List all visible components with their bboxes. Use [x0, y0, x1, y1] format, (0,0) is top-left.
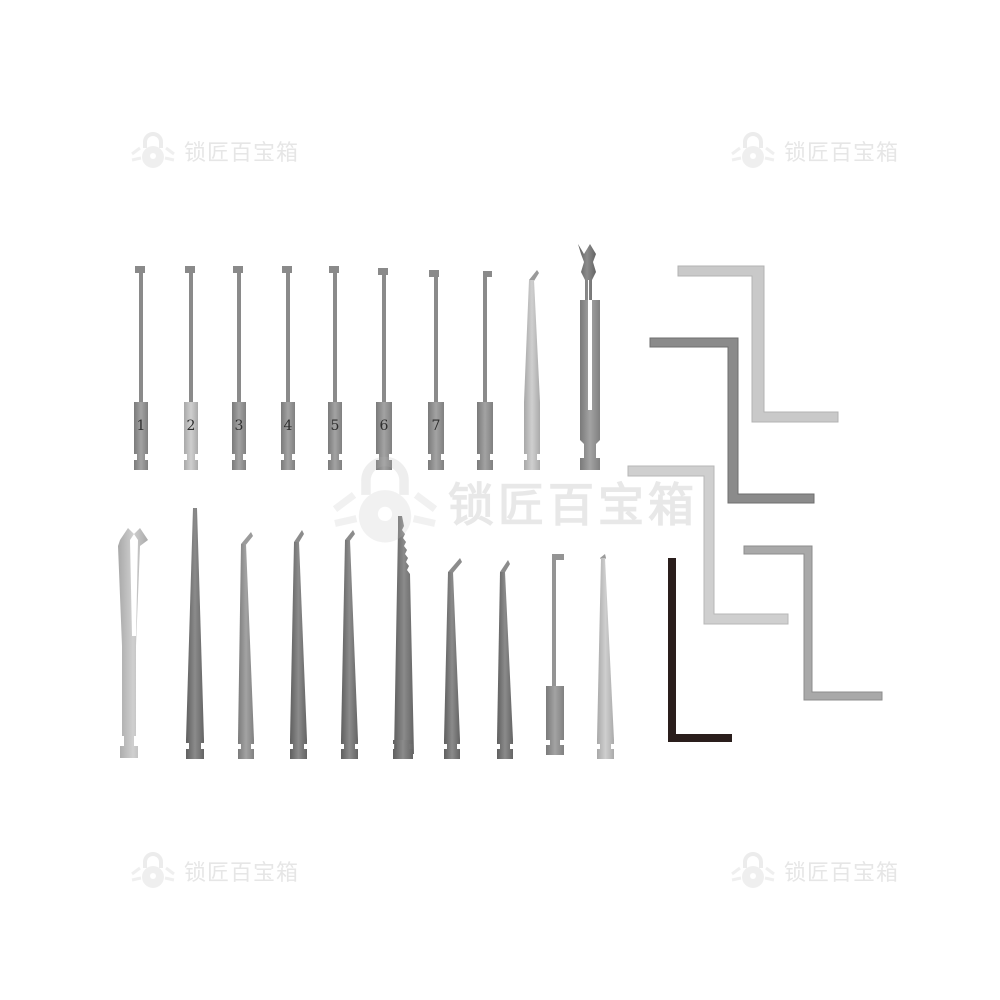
pick-offset-diamond — [444, 558, 462, 759]
bottom-row-picks — [118, 508, 614, 759]
pick-1: 1 — [134, 266, 148, 470]
pick-saw-rake — [393, 516, 414, 759]
tension-wrench-dark — [649, 337, 815, 504]
pick-hook-8 — [477, 271, 493, 470]
pick-number: 6 — [380, 418, 389, 434]
hex-key — [668, 558, 732, 742]
pick-offset-9 — [524, 270, 540, 470]
pick-number: 2 — [187, 418, 196, 434]
pick-number: 7 — [432, 418, 441, 434]
top-row-picks: 1 2 3 4 5 6 — [134, 244, 600, 470]
pick-number: 3 — [235, 418, 244, 434]
watermark-text: 锁匠百宝箱 — [184, 861, 300, 886]
tension-wrench-small — [743, 545, 883, 701]
pick-hook-long — [341, 530, 358, 759]
pick-short-hook — [497, 560, 513, 759]
lock-logo-icon — [731, 132, 775, 168]
pick-number: 5 — [331, 418, 340, 434]
tension-wrench-light-medium — [627, 465, 789, 625]
pick-3: 3 — [232, 266, 246, 470]
tension-wrenches — [627, 265, 883, 742]
watermark-text: 锁匠百宝箱 — [784, 861, 900, 886]
watermark-text: 锁匠百宝箱 — [184, 141, 300, 166]
lock-logo-icon — [131, 132, 175, 168]
pick-number: 1 — [137, 418, 146, 434]
pick-flag-hook — [546, 554, 564, 755]
lock-logo-icon — [731, 852, 775, 888]
pick-number: 4 — [284, 418, 293, 434]
pick-half-diamond-2 — [290, 530, 307, 759]
pick-slim-diamond — [597, 554, 614, 759]
pick-bogota-rake — [578, 244, 600, 470]
pick-long-needle — [186, 508, 204, 759]
pick-snake-fork — [118, 528, 148, 758]
pick-half-diamond-1 — [238, 532, 254, 759]
tension-wrench-light-large — [677, 265, 839, 423]
lock-logo-icon — [131, 852, 175, 888]
watermark-text: 锁匠百宝箱 — [784, 141, 900, 166]
watermark-bottom-left: 锁匠百宝箱 — [130, 850, 299, 892]
pick-5: 5 — [328, 266, 342, 470]
pick-4: 4 — [281, 266, 295, 470]
watermark-top-left: 锁匠百宝箱 — [130, 130, 299, 172]
pick-6: 6 — [376, 268, 392, 470]
watermark-top-right: 锁匠百宝箱 — [730, 130, 899, 172]
watermark-center: 锁匠百宝箱 — [330, 452, 698, 552]
watermark-bottom-right: 锁匠百宝箱 — [730, 850, 899, 892]
pick-7: 7 — [428, 270, 444, 470]
watermark-text: 锁匠百宝箱 — [448, 478, 698, 532]
pick-2: 2 — [184, 266, 198, 470]
lock-logo-icon — [332, 456, 438, 543]
